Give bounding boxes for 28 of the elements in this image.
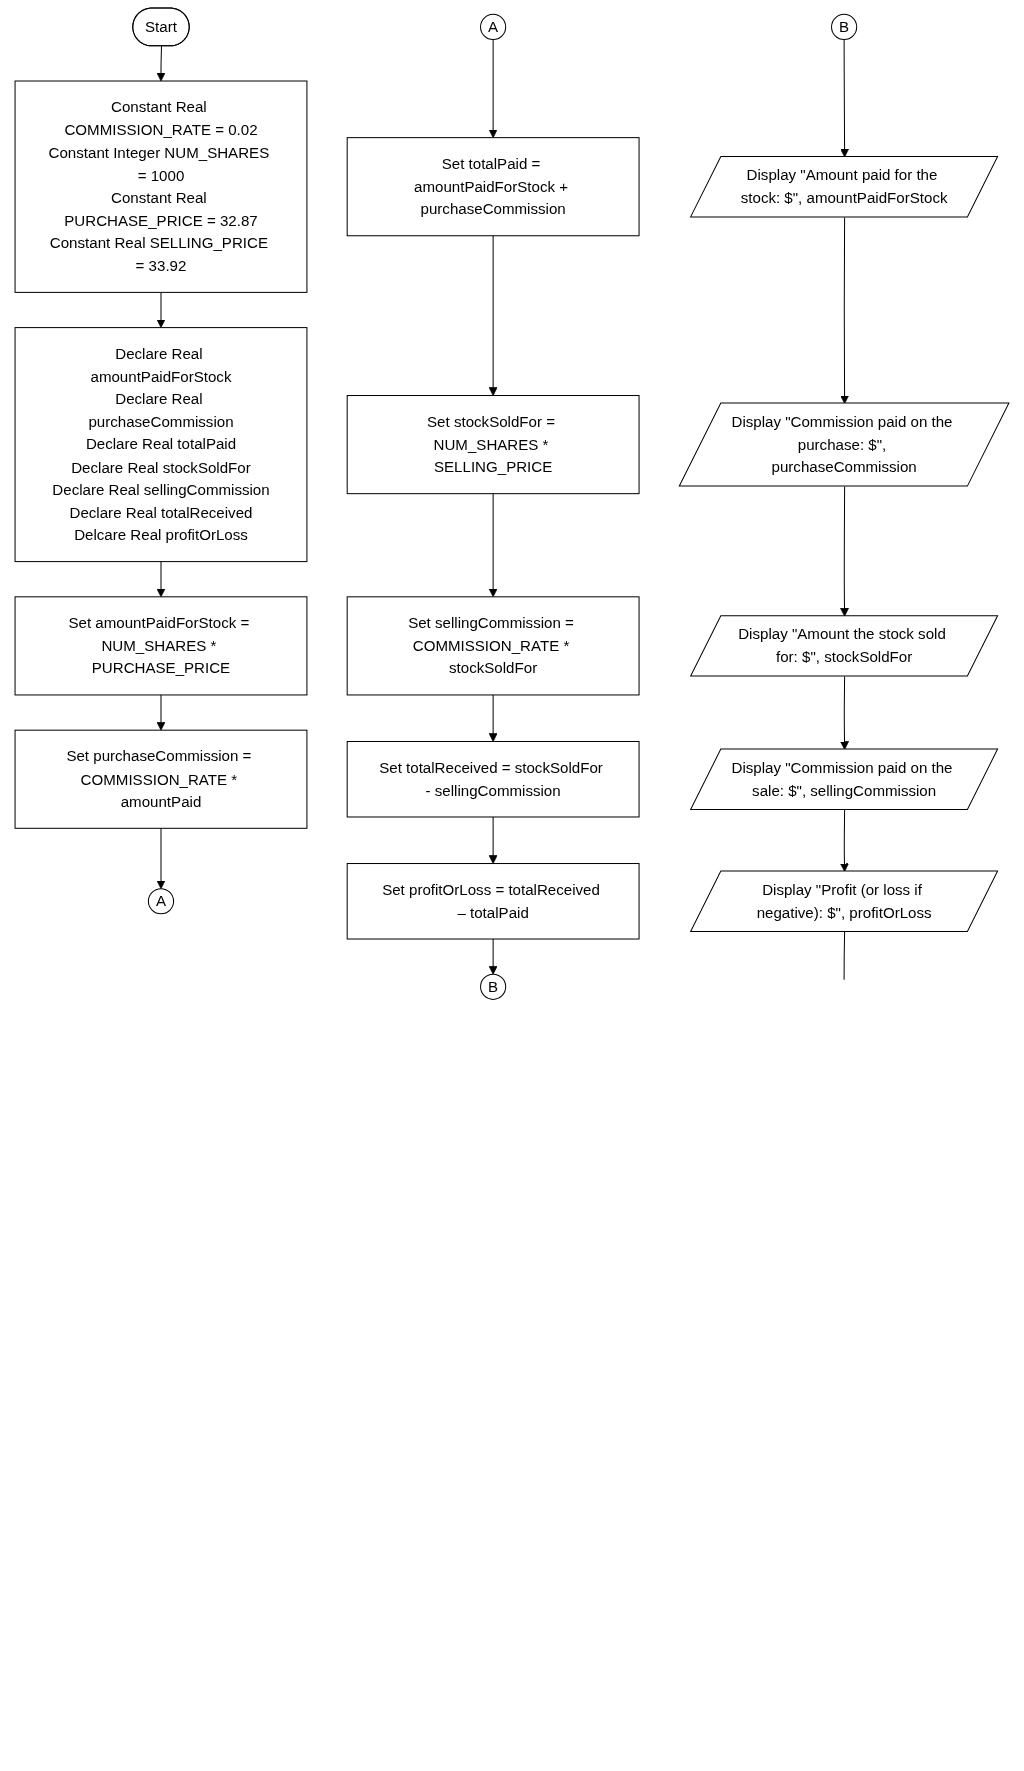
node-circle: B — [831, 13, 858, 40]
arrow — [840, 676, 849, 750]
arrow — [488, 938, 498, 975]
node-box: Set sellingCommission = COMMISSION_RATE * stockSoldFor — [346, 596, 640, 696]
arrow — [156, 291, 166, 328]
arrow — [840, 216, 849, 404]
node-circle: B — [480, 973, 507, 1000]
node-box: Set stockSoldFor = NUM_SHARES * SELLING_PRICE — [346, 395, 640, 495]
arrow — [840, 809, 849, 872]
arrow — [156, 694, 166, 731]
node-box: Constant Real COMMISSION_RATE = 0.02 Constant Integer NUM_SHARES = 1000 Constant Real PURCHASE_PRICE = 32.87 Constant Real SELLING_PRICE = 33.92 — [14, 80, 308, 293]
arrow — [488, 816, 498, 864]
node-circle: A — [147, 888, 175, 915]
node-box: Set totalReceived = stockSoldFor - sellingCommission — [346, 741, 640, 818]
connector — [843, 931, 846, 981]
node-circle: A — [480, 13, 507, 40]
node-box: Set profitOrLoss = totalReceived – totalPaid — [346, 863, 640, 940]
arrow — [488, 39, 498, 139]
node-box: Set amountPaidForStock = NUM_SHARES * PURCHASE_PRICE — [14, 596, 308, 696]
arrow — [156, 45, 166, 82]
node-box: Declare Real amountPaidForStock Declare Real purchaseCommission Declare Real totalPaid Declare Real stockSoldFor Declare Real sellingCommission Declare Real totalReceived Delcare Real profitOrLoss — [14, 327, 308, 563]
arrow — [488, 493, 498, 598]
node-box: Set totalPaid = amountPaidForStock + purchaseCommission — [346, 137, 640, 237]
arrow — [156, 561, 166, 598]
node-box: Set purchaseCommission = COMMISSION_RATE * amountPaid — [14, 729, 308, 829]
arrow — [488, 694, 498, 742]
arrow — [156, 827, 166, 890]
arrow — [488, 235, 498, 396]
